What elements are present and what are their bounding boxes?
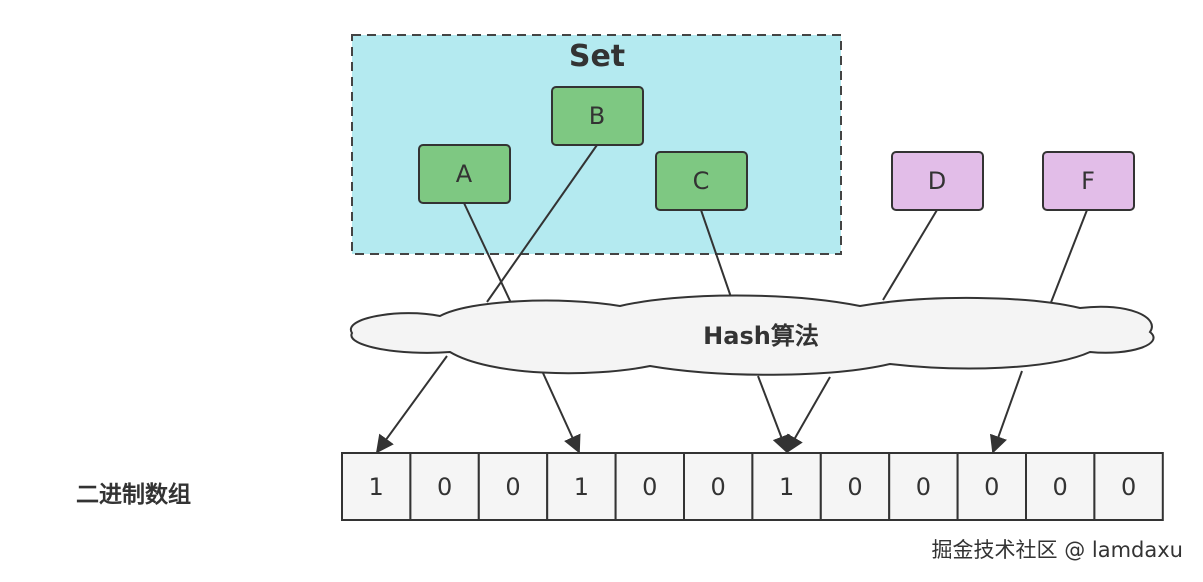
node-c-label: C: [693, 167, 710, 195]
node-d: D: [891, 151, 984, 211]
output-arrows: [375, 355, 1023, 454]
binary-array-label: 二进制数组: [76, 481, 191, 508]
node-a: A: [418, 144, 511, 204]
array-cell: 0: [409, 452, 480, 521]
node-d-label: D: [928, 167, 946, 195]
array-cell: 0: [819, 452, 891, 521]
array-cell-value: 0: [984, 473, 999, 501]
node-b-label: B: [589, 102, 605, 130]
array-cell: 1: [751, 452, 822, 521]
array-cell-value: 0: [1053, 473, 1068, 501]
node-c: C: [655, 151, 748, 211]
node-f: F: [1042, 151, 1135, 211]
array-cell: 0: [956, 452, 1027, 521]
array-cell-value: 0: [1121, 473, 1136, 501]
array-cell-value: 1: [369, 473, 384, 501]
node-f-label: F: [1081, 167, 1095, 195]
array-cell-value: 0: [711, 473, 726, 501]
hash-cloud: Hash算法: [349, 294, 1155, 376]
array-cell-value: 0: [847, 473, 862, 501]
array-cell-value: 0: [505, 473, 520, 501]
array-cell: 1: [546, 452, 617, 521]
array-cell: 0: [1093, 452, 1164, 521]
array-cell: 0: [477, 452, 549, 521]
input-lines: [463, 144, 1088, 306]
node-a-label: A: [456, 160, 473, 188]
array-cell: 0: [683, 452, 754, 521]
watermark: 掘金技术社区 @ lamdaxu: [932, 538, 1183, 562]
array-cell: 0: [614, 452, 685, 521]
set-title: Set: [569, 39, 625, 74]
binary-array: 1 0 0 1 0 0 1 0 0 0 0 0: [341, 452, 1164, 521]
array-cell: 1: [341, 452, 412, 521]
array-cell: 0: [1025, 452, 1096, 521]
array-cell-value: 0: [916, 473, 931, 501]
array-cell-value: 0: [437, 473, 452, 501]
array-cell-value: 1: [779, 473, 794, 501]
array-cell: 0: [888, 452, 959, 521]
array-cell-value: 1: [574, 473, 589, 501]
node-b: B: [551, 86, 644, 146]
hash-cloud-label: Hash算法: [703, 322, 819, 350]
array-cell-value: 0: [642, 473, 657, 501]
